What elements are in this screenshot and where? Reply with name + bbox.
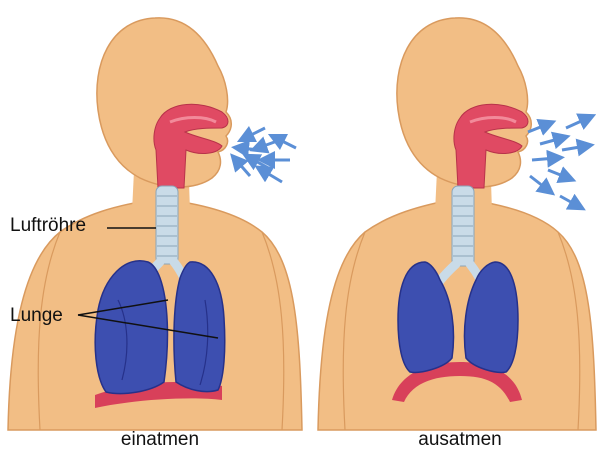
label-lungs: Lunge: [10, 306, 63, 325]
trachea-inhale: [156, 186, 178, 264]
caption-exhale: ausatmen: [400, 430, 520, 449]
caption-inhale: einatmen: [100, 430, 220, 449]
figure-exhale: [318, 18, 596, 430]
air-arrows-exhale: [528, 118, 588, 206]
air-arrows-inhale: [236, 128, 296, 182]
label-trachea: Luftröhre: [10, 216, 86, 235]
